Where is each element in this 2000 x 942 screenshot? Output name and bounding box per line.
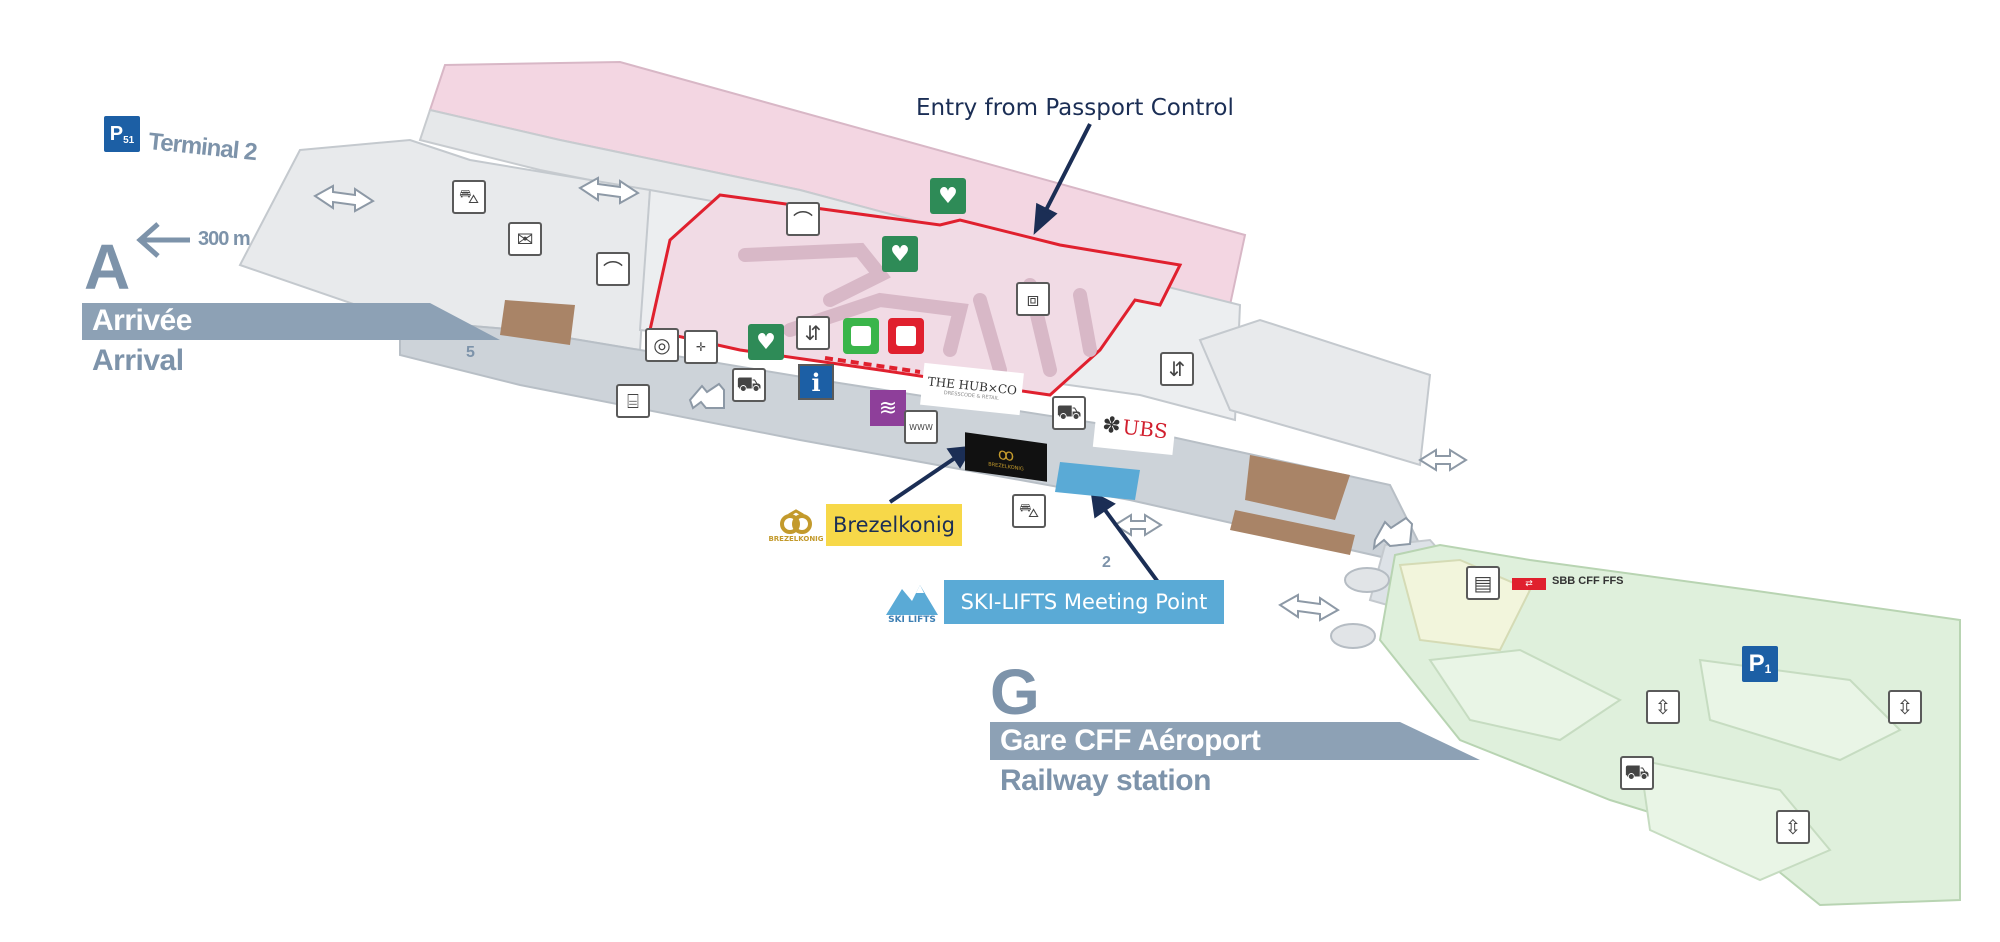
ski-lifts-logo-icon: SKI LIFTS xyxy=(884,578,940,628)
wifi-icon: ≋ xyxy=(870,390,906,426)
ubs-label: UBS xyxy=(1121,414,1169,444)
railway-station-zone xyxy=(1378,543,1961,907)
sector-a-title-fr: Arrivée xyxy=(92,304,192,337)
luggage-icon: ⧈ xyxy=(1016,282,1050,316)
ticket-machine-icon: ▤ xyxy=(1466,566,1500,600)
ubs-keys-icon: ✽ xyxy=(1101,412,1122,439)
baggage-cart-icon: ⛟ xyxy=(732,368,766,402)
escalator-icon: ⇵ xyxy=(796,316,830,350)
level-5: 5 xyxy=(466,344,475,361)
railway-platform-3 xyxy=(1638,758,1832,882)
exchange-icon: ✛ xyxy=(684,330,718,364)
www-icon: WWW xyxy=(904,410,938,444)
brezel-logo-caption: BREZELKONIG xyxy=(768,535,824,543)
globe-icon: ◎ xyxy=(645,328,679,362)
sbb-label: SBB CFF FFS xyxy=(1552,575,1624,587)
brown-zone-2 xyxy=(1245,455,1350,520)
brezel-shop-caption: BREZELKONIG xyxy=(988,461,1024,472)
arrow-left-icon xyxy=(136,222,190,258)
railway-platform-1 xyxy=(1428,648,1622,742)
car-rental-icon: ⛍ xyxy=(452,180,486,214)
p1-sub: 1 xyxy=(1764,662,1772,676)
east-building xyxy=(1198,318,1432,467)
aed-icon: ♥ xyxy=(882,236,918,272)
sector-a-letter: A xyxy=(84,231,131,303)
brown-zone-1 xyxy=(500,300,575,345)
mail-icon: ✉ xyxy=(508,222,542,256)
brown-zone-3 xyxy=(1230,510,1355,555)
customs-red-channel xyxy=(888,318,924,354)
cylinder-2 xyxy=(1330,623,1376,649)
shower-icon: ⌒ xyxy=(786,202,820,236)
ski-lift-meeting-box xyxy=(1055,462,1140,500)
info-icon: i xyxy=(798,364,834,400)
elevator-icon: ⇳ xyxy=(1646,690,1680,724)
passport-entry-label: Entry from Passport Control xyxy=(916,95,1234,121)
mountain-icon xyxy=(886,585,938,615)
aed-icon: ♥ xyxy=(930,178,966,214)
pretzel-icon xyxy=(780,509,812,534)
ubs-bank: ✽ UBS xyxy=(1092,400,1178,456)
railway-platform-2 xyxy=(1698,658,1902,762)
p1-letter: P xyxy=(1748,650,1765,677)
dashed-path xyxy=(824,356,921,374)
elevator-icon: ⇳ xyxy=(1888,690,1922,724)
sector-g-title-en: Railway station xyxy=(1000,764,1211,797)
double-arrows xyxy=(313,176,1468,622)
sector-a-title-en: Arrival xyxy=(92,344,184,377)
railway-banner xyxy=(990,722,1480,760)
brezel-logo-icon: BREZELKONIG xyxy=(768,505,824,547)
elevator-icon: ⇳ xyxy=(1776,810,1810,844)
baggage-cart-icon: ⛟ xyxy=(1620,756,1654,790)
bus-icon: ⌸ xyxy=(616,384,650,418)
aed-icon: ♥ xyxy=(748,324,784,360)
customs-green-channel xyxy=(843,318,879,354)
brezel-callout: Brezelkonig xyxy=(826,504,962,546)
arrival-banner xyxy=(82,303,500,340)
baggage-carousel xyxy=(738,242,1097,377)
sector-g-letter: G xyxy=(990,656,1040,728)
ski-lifts-callout: SKI-LIFTS Meeting Point xyxy=(944,580,1224,624)
ski-logo-caption: SKI LIFTS xyxy=(888,615,936,625)
taxi-icon: ⛍ xyxy=(1012,494,1046,528)
pretzel-small-icon: ꝏ xyxy=(997,443,1015,465)
level-2: 2 xyxy=(1102,554,1111,571)
escalator-icon: ⇵ xyxy=(1160,352,1194,386)
baggage-cart-icon: ⛟ xyxy=(1052,396,1086,430)
sbb-logo-icon: ⇄ xyxy=(1512,578,1546,590)
callout-arrows xyxy=(888,123,1160,584)
sector-g-title-fr: Gare CFF Aéroport xyxy=(1000,724,1261,757)
shower-icon: ⌒ xyxy=(596,252,630,286)
sector-a-distance: 300 m xyxy=(198,228,251,250)
www-caption: WWW xyxy=(909,422,933,432)
cylinder-1 xyxy=(1344,567,1390,593)
